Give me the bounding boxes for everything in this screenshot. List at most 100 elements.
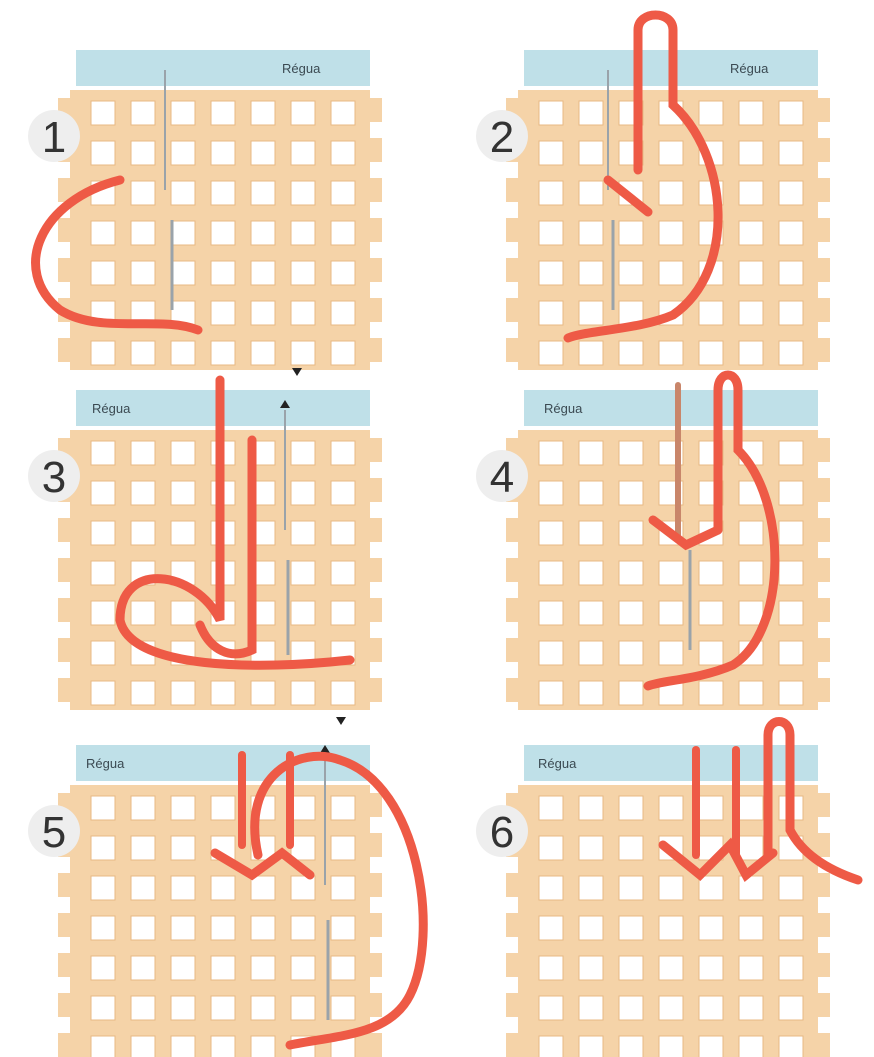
canvas-hole — [739, 521, 763, 545]
canvas-hole — [539, 301, 563, 325]
canvas-hole — [211, 101, 235, 125]
canvas-hole — [739, 101, 763, 125]
canvas-hole — [779, 1036, 803, 1057]
canvas-hole — [779, 521, 803, 545]
canvas-hole — [331, 261, 355, 285]
canvas-edge — [506, 1033, 520, 1057]
canvas-hole — [91, 141, 115, 165]
canvas-edge — [58, 338, 72, 362]
canvas-hole — [131, 481, 155, 505]
canvas-hole — [659, 181, 683, 205]
canvas-hole — [659, 261, 683, 285]
step-panel-1: Régua 1 — [20, 40, 320, 360]
canvas-hole — [659, 221, 683, 245]
canvas-hole — [131, 956, 155, 980]
canvas-hole — [779, 641, 803, 665]
canvas-hole — [331, 836, 355, 860]
canvas-hole — [251, 341, 275, 365]
canvas-edge — [368, 993, 382, 1017]
canvas-edge — [506, 178, 520, 202]
canvas-edge — [816, 298, 830, 322]
canvas-hole — [779, 341, 803, 365]
canvas-hole — [91, 521, 115, 545]
canvas-hole — [291, 181, 315, 205]
canvas-hole — [539, 221, 563, 245]
canvas-edge — [816, 678, 830, 702]
canvas-hole — [619, 221, 643, 245]
canvas-hole — [699, 301, 723, 325]
canvas-edge — [506, 518, 520, 542]
step-1-illustration: Régua 1 — [20, 40, 400, 360]
canvas-hole — [131, 181, 155, 205]
arrow-down-icon — [336, 717, 346, 725]
canvas-hole — [131, 101, 155, 125]
canvas-hole — [619, 441, 643, 465]
canvas-edge — [816, 518, 830, 542]
canvas-edge — [58, 598, 72, 622]
canvas-hole — [291, 916, 315, 940]
canvas-hole — [779, 876, 803, 900]
canvas-hole — [211, 181, 235, 205]
canvas-hole — [579, 181, 603, 205]
canvas-hole — [171, 441, 195, 465]
canvas-edge — [506, 258, 520, 282]
canvas-edge — [368, 518, 382, 542]
canvas-hole — [739, 876, 763, 900]
canvas-hole — [539, 836, 563, 860]
canvas-hole — [739, 996, 763, 1020]
canvas-hole — [211, 681, 235, 705]
canvas-hole — [619, 796, 643, 820]
canvas-hole — [91, 956, 115, 980]
canvas-hole — [291, 996, 315, 1020]
canvas-edge — [506, 678, 520, 702]
canvas-edge — [506, 218, 520, 242]
canvas-hole — [251, 101, 275, 125]
canvas-hole — [91, 996, 115, 1020]
canvas-hole — [539, 481, 563, 505]
canvas-hole — [251, 681, 275, 705]
canvas-hole — [659, 141, 683, 165]
canvas-edge — [816, 793, 830, 817]
canvas-edge — [506, 298, 520, 322]
canvas-hole — [739, 601, 763, 625]
canvas-edge — [816, 993, 830, 1017]
ruler-label: Régua — [92, 401, 131, 416]
canvas-hole — [331, 796, 355, 820]
canvas-hole — [659, 641, 683, 665]
step-panel-2: Régua 2 — [468, 40, 768, 360]
canvas-hole — [171, 101, 195, 125]
canvas-hole — [579, 876, 603, 900]
canvas-hole — [91, 221, 115, 245]
canvas-hole — [131, 341, 155, 365]
step-number: 5 — [42, 808, 66, 857]
canvas-hole — [171, 681, 195, 705]
canvas-edge — [368, 793, 382, 817]
canvas-hole — [291, 141, 315, 165]
canvas-hole — [171, 796, 195, 820]
canvas-hole — [171, 876, 195, 900]
canvas-edge — [58, 993, 72, 1017]
canvas-hole — [131, 141, 155, 165]
canvas-hole — [331, 996, 355, 1020]
canvas-hole — [699, 101, 723, 125]
canvas-edge — [58, 953, 72, 977]
canvas-edge — [368, 678, 382, 702]
canvas-edge — [58, 218, 72, 242]
canvas-hole — [91, 101, 115, 125]
canvas-hole — [579, 1036, 603, 1057]
canvas-hole — [659, 916, 683, 940]
canvas-hole — [291, 836, 315, 860]
canvas-hole — [779, 221, 803, 245]
canvas-hole — [539, 521, 563, 545]
canvas-edge — [368, 258, 382, 282]
canvas-edge — [368, 478, 382, 502]
canvas-hole — [331, 101, 355, 125]
canvas-edge — [506, 638, 520, 662]
canvas-hole — [619, 261, 643, 285]
canvas-hole — [739, 916, 763, 940]
canvas-hole — [699, 561, 723, 585]
canvas-hole — [579, 301, 603, 325]
canvas-edge — [368, 638, 382, 662]
canvas-hole — [331, 916, 355, 940]
canvas-hole — [539, 641, 563, 665]
